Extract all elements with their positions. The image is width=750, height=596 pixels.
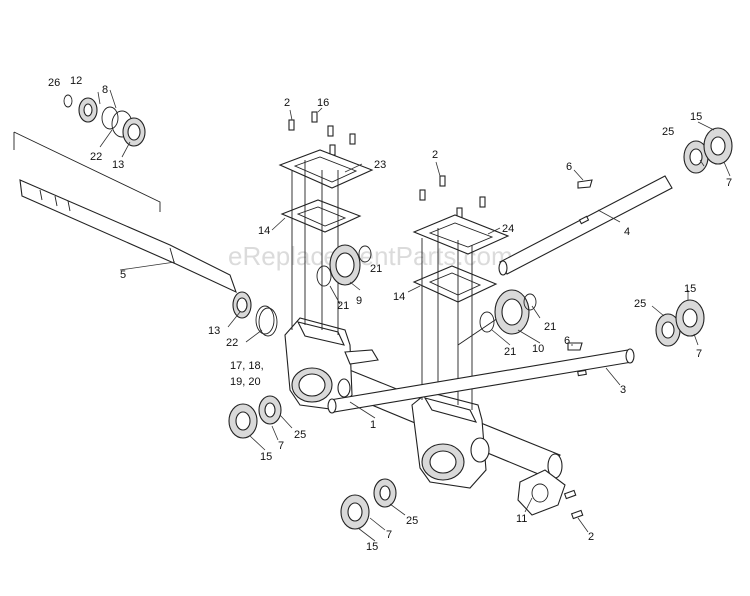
callout-10: 10 xyxy=(532,343,544,355)
callout-15: 15 xyxy=(366,541,378,553)
callout-8: 8 xyxy=(102,84,108,96)
long-shaft-part-5 xyxy=(13,131,237,294)
top-left-seal-stack xyxy=(63,94,146,147)
callout-13: 13 xyxy=(112,159,124,171)
callout-13: 13 xyxy=(208,325,220,337)
callout-14: 14 xyxy=(258,225,270,237)
left-top-bolts xyxy=(288,111,356,156)
gear-9 xyxy=(316,244,372,287)
callout-21: 21 xyxy=(544,321,556,333)
callout-2: 2 xyxy=(284,97,290,109)
guide-lines-right xyxy=(421,228,499,410)
callout-25: 25 xyxy=(662,126,674,138)
callout-17-18: 17, 18, xyxy=(230,360,264,372)
callout-22: 22 xyxy=(90,151,102,163)
callout-5: 5 xyxy=(120,269,126,281)
callout-7: 7 xyxy=(278,440,284,452)
callout-15: 15 xyxy=(684,283,696,295)
bearing-stack-lower-left xyxy=(228,395,282,439)
shaft-end-bearing xyxy=(232,291,278,337)
gear-10 xyxy=(479,289,537,335)
leader-lines xyxy=(97,89,731,542)
callout-21: 21 xyxy=(504,346,516,358)
callout-15: 15 xyxy=(690,111,702,123)
plate-14-left xyxy=(280,199,362,233)
callout-16: 16 xyxy=(317,97,329,109)
gasket-23 xyxy=(278,149,374,189)
callout-9: 9 xyxy=(356,295,362,307)
callout-7: 7 xyxy=(726,177,732,189)
end-cover-11 xyxy=(517,469,584,520)
key-6-upper xyxy=(577,179,593,189)
gasket-24 xyxy=(412,214,510,255)
callout-23: 23 xyxy=(374,159,386,171)
left-gearbox-housing xyxy=(284,317,379,411)
guide-lines-left xyxy=(291,160,339,335)
callout-6: 6 xyxy=(566,161,572,173)
callout-22: 22 xyxy=(226,337,238,349)
callout-7: 7 xyxy=(696,348,702,360)
callout-11: 11 xyxy=(516,513,527,525)
callout-19-20: 19, 20 xyxy=(230,376,261,388)
callout-26: 26 xyxy=(48,77,60,89)
callout-15: 15 xyxy=(260,451,272,463)
callout-25: 25 xyxy=(634,298,646,310)
bearing-stack-bottom xyxy=(340,478,397,530)
callout-25: 25 xyxy=(406,515,418,527)
key-6-lower xyxy=(567,342,583,351)
callout-2: 2 xyxy=(432,149,438,161)
shaft-3 xyxy=(327,342,635,414)
callout-12: 12 xyxy=(70,75,82,87)
bearing-stack-upper-right xyxy=(683,127,733,174)
callout-21: 21 xyxy=(337,300,349,312)
callout-24: 24 xyxy=(502,223,514,235)
callout-7: 7 xyxy=(386,529,392,541)
callout-1: 1 xyxy=(370,419,376,431)
callout-labels: 26 12 8 22 13 5 13 22 17, 18, 19, 20 2 1… xyxy=(48,75,732,553)
callout-25: 25 xyxy=(294,429,306,441)
shaft-4 xyxy=(498,175,673,276)
callout-3: 3 xyxy=(620,384,626,396)
callout-4: 4 xyxy=(624,226,630,238)
callout-14: 14 xyxy=(393,291,405,303)
callout-6: 6 xyxy=(564,335,570,347)
right-gearbox-housing xyxy=(411,391,490,489)
right-top-bolts xyxy=(419,175,486,219)
callout-2: 2 xyxy=(588,531,594,543)
plate-14-right xyxy=(412,265,498,303)
callout-21: 21 xyxy=(370,263,382,275)
bearing-stack-lower-right xyxy=(655,299,705,347)
